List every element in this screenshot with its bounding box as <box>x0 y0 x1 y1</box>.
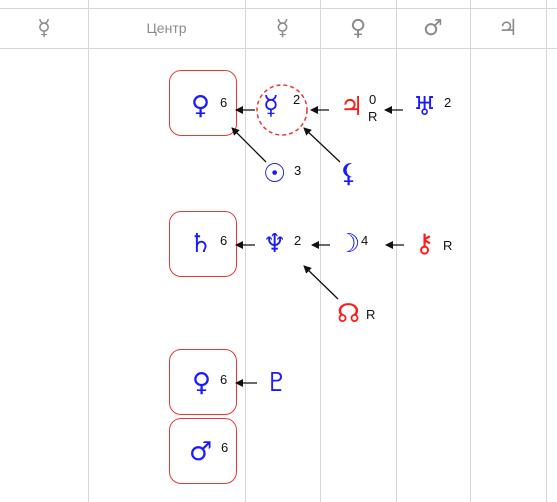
venus-degree-label: 6 <box>220 372 228 387</box>
arrow-lilith-to-mercury <box>303 127 341 163</box>
mars-icon: ♂ <box>189 437 213 467</box>
moon-degree-label: 4 <box>361 233 369 248</box>
header-mercury-icon: ☿ <box>37 15 51 41</box>
mercury-icon: ☿ <box>263 91 279 121</box>
header-venus-icon: ♀ <box>349 15 367 41</box>
column-divider <box>88 0 89 502</box>
header-top-border <box>0 8 557 9</box>
black-moon-lilith-icon: ⚸ <box>339 159 359 189</box>
arrow-sun-to-venus <box>231 127 267 163</box>
header-mars-icon: ♂ <box>423 15 443 41</box>
venus-icon: ♀ <box>192 368 212 398</box>
mercury-degree-label: 2 <box>293 92 301 107</box>
center-box-mars <box>169 418 237 484</box>
venus-icon: ♀ <box>191 91 211 121</box>
moon-icon: ☽ <box>337 229 361 259</box>
uranus-degree-label: 2 <box>444 95 452 110</box>
saturn-icon: ♄ <box>189 229 213 259</box>
chiron-retrograde-label: R <box>443 238 453 253</box>
header-jupiter-icon: ♃ <box>498 15 518 41</box>
pluto-icon: ♇ <box>265 368 289 398</box>
column-divider <box>470 0 471 502</box>
jupiter-retrograde-label: R <box>368 109 378 124</box>
center-box-venus <box>169 70 237 136</box>
neptune-degree-label: 2 <box>294 233 302 248</box>
column-divider <box>245 0 246 502</box>
column-divider <box>320 0 321 502</box>
mercury-highlight-circle <box>256 84 308 136</box>
header-center-label: Центр <box>146 20 187 36</box>
saturn-degree-label: 6 <box>220 233 228 248</box>
chiron-icon: ⚷ <box>415 229 435 259</box>
header-bottom-border <box>0 48 557 49</box>
sun-degree-label: 3 <box>294 163 302 178</box>
jupiter-degree-label: 0 <box>369 92 377 107</box>
jupiter-icon: ♃ <box>340 92 364 122</box>
sun-icon: ☉ <box>263 159 287 189</box>
column-divider <box>396 0 397 502</box>
uranus-icon: ♅ <box>413 92 437 122</box>
mars-degree-label: 6 <box>221 440 229 455</box>
venus-degree-label: 6 <box>220 95 228 110</box>
north-node-icon: ☊ <box>337 299 361 329</box>
center-box-saturn <box>169 211 237 277</box>
column-divider <box>546 0 547 502</box>
header-mercury-icon: ☿ <box>275 15 290 41</box>
neptune-icon: ♆ <box>263 229 287 259</box>
node-retrograde-label: R <box>366 307 376 322</box>
arrow-node-to-neptune <box>303 265 339 300</box>
